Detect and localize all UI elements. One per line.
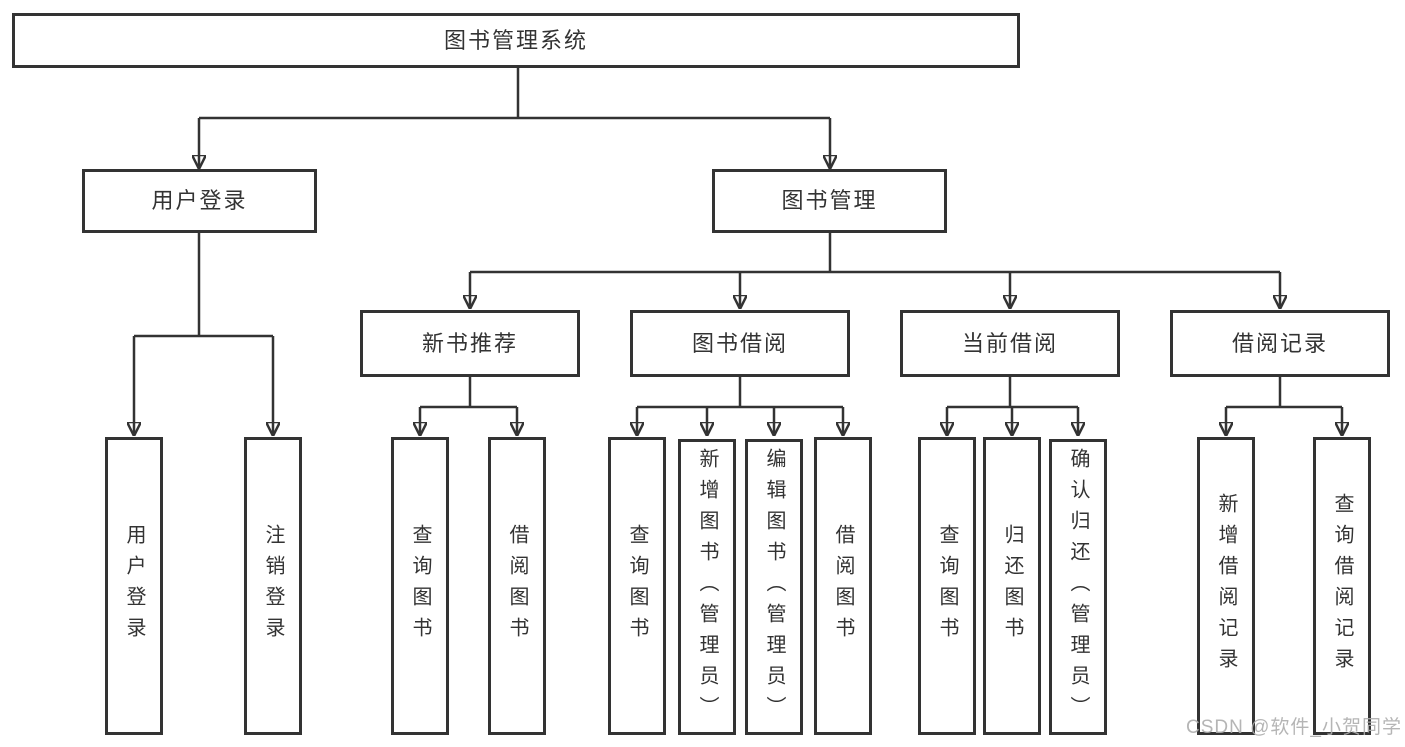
connector-book-borrowing-sub-trunk [637, 377, 843, 409]
connector-borrowing-records-trunk [1226, 377, 1342, 409]
leaf-user-login: 用户登录 [105, 437, 163, 735]
leaf-query-books-current: 查询图书 [918, 437, 976, 735]
connector-user-login-trunk [134, 233, 273, 338]
leaf-borrow-books-borrowing: 借阅图书 [814, 437, 872, 735]
leaf-add-books-admin: 新增图书（管理员） [678, 439, 736, 735]
connector-new-books-trunk [420, 377, 517, 409]
leaf-edit-books-admin: 编辑图书（管理员） [745, 439, 803, 735]
leaf-confirm-return-admin: 确认归还（管理员） [1049, 439, 1107, 735]
leaf-query-borrow-record: 查询借阅记录 [1313, 437, 1371, 735]
connector-root-trunk [199, 68, 830, 120]
node-book-borrowing: 图书借阅 [630, 310, 850, 377]
connector-book-management-trunk [470, 233, 1280, 274]
watermark-text: CSDN @软件_小贺同学 [1186, 717, 1402, 738]
leaf-borrow-books-recommend: 借阅图书 [488, 437, 546, 735]
node-new-book-recommendation: 新书推荐 [360, 310, 580, 377]
leaf-return-books: 归还图书 [983, 437, 1041, 735]
node-book-management: 图书管理 [712, 169, 947, 233]
connector-current-borrowing-trunk [947, 377, 1078, 409]
leaf-query-books-recommend: 查询图书 [391, 437, 449, 735]
node-borrowing-records: 借阅记录 [1170, 310, 1390, 377]
leaf-query-books-borrowing: 查询图书 [608, 437, 666, 735]
leaf-add-borrow-record: 新增借阅记录 [1197, 437, 1255, 735]
node-library-management-system: 图书管理系统 [12, 13, 1020, 68]
leaf-logout-login: 注销登录 [244, 437, 302, 735]
node-user-login: 用户登录 [82, 169, 317, 233]
node-current-borrowing: 当前借阅 [900, 310, 1120, 377]
